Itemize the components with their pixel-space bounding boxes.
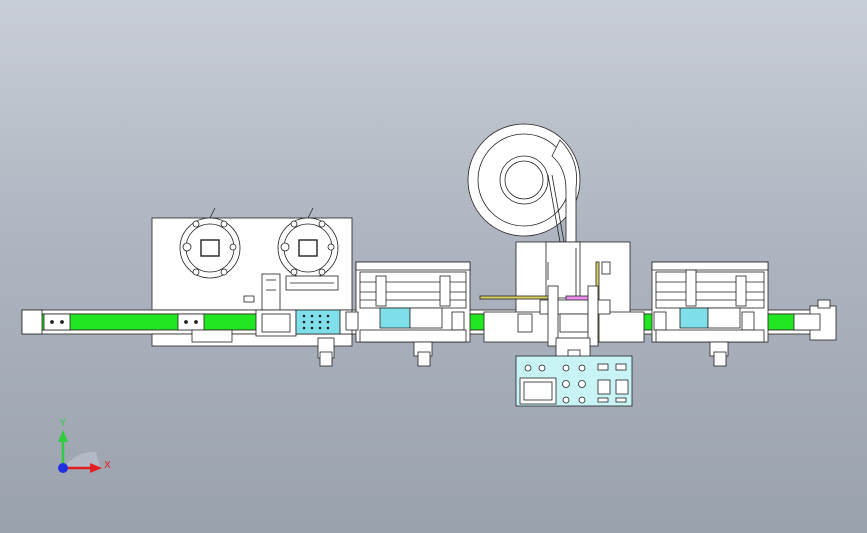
- z-axis-dot: [58, 463, 68, 473]
- glass-cover: [679, 307, 709, 329]
- x-arrow-icon: [90, 463, 102, 473]
- central-station: [467, 123, 645, 407]
- sensor-grid: [295, 309, 341, 335]
- vibratory-bowl-feeder-icon: [467, 123, 581, 243]
- button-icon: [524, 364, 586, 404]
- y-axis-label: Y: [59, 418, 67, 429]
- x-axis-label: X: [104, 460, 111, 471]
- station-module-1: [345, 261, 471, 367]
- carrier: [793, 313, 821, 331]
- reel-icon: [179, 207, 241, 279]
- glass-cover: [379, 307, 411, 329]
- y-arrow-icon: [58, 430, 68, 442]
- reel-station: [151, 207, 353, 321]
- guide-rod: [479, 295, 551, 300]
- station-module-2: [651, 261, 769, 367]
- control-panel: [515, 355, 633, 407]
- reel-icon: [277, 207, 339, 279]
- carrier: [43, 313, 71, 331]
- carrier: [177, 313, 205, 331]
- coordinate-triad: Y X: [58, 418, 111, 473]
